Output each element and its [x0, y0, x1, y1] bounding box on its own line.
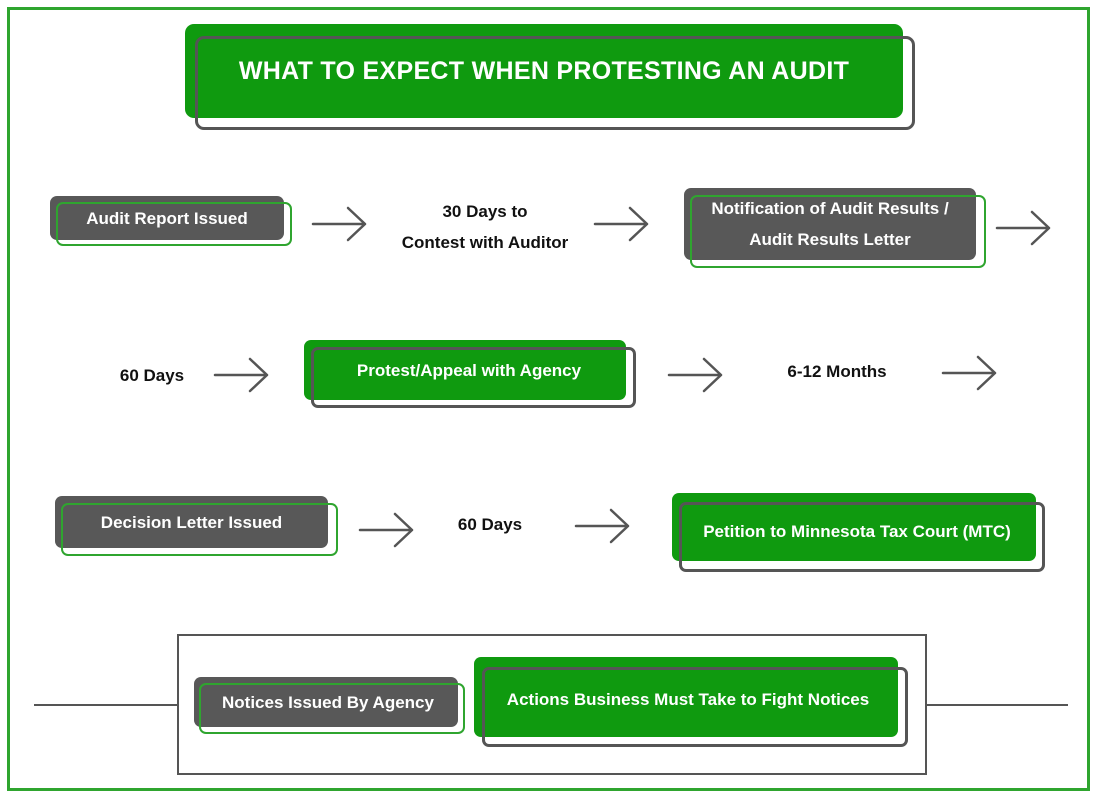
step-line-2: Contest with Auditor — [401, 233, 569, 252]
node-decision-letter-issued: Decision Letter Issued — [55, 496, 338, 556]
node-audit-report-issued: Audit Report Issued — [50, 196, 294, 248]
step-line-1: 30 Days to — [442, 202, 528, 221]
arrow-right-icon — [667, 357, 723, 393]
title-outline — [195, 36, 915, 130]
node-label-line-2: Audit Results Letter — [749, 230, 911, 249]
node-label: Protest/Appeal with Agency — [356, 360, 582, 380]
arrow-right-icon — [593, 206, 649, 242]
diagram-frame — [7, 7, 1090, 791]
arrow-right-icon — [311, 206, 367, 242]
arrow-right-icon — [358, 512, 414, 548]
step-60-days-first: 60 Days — [119, 366, 185, 385]
page-title: WHAT TO EXPECT WHEN PROTESTING AN AUDIT — [238, 56, 850, 85]
arrow-right-icon — [213, 357, 269, 393]
step-contest-with-auditor: 30 Days to Contest with Auditor — [380, 196, 590, 258]
legend-line-right — [927, 704, 1068, 706]
node-notification-of-audit-results: Notification of Audit Results / Audit Re… — [684, 188, 986, 268]
step-6-12-months: 6-12 Months — [787, 362, 887, 381]
arrow-right-icon — [574, 508, 630, 544]
node-label-line-1: Notification of Audit Results / — [711, 199, 949, 218]
legend-label: Actions Business Must Take to Fight Noti… — [506, 689, 870, 709]
title-fill — [185, 24, 903, 118]
legend-box — [177, 634, 927, 775]
node-label: Audit Report Issued — [86, 208, 248, 228]
node-protest-appeal-with-agency: Protest/Appeal with Agency — [304, 340, 636, 410]
title-banner: WHAT TO EXPECT WHEN PROTESTING AN AUDIT — [185, 24, 915, 132]
legend-line-left — [34, 704, 177, 706]
legend-notices-issued-by-agency: Notices Issued By Agency — [194, 677, 466, 735]
arrow-right-icon — [941, 355, 997, 391]
arrow-right-icon — [995, 210, 1051, 246]
legend-label: Notices Issued By Agency — [222, 692, 434, 712]
legend-actions-business-must-take: Actions Business Must Take to Fight Noti… — [474, 657, 910, 749]
step-60-days-second: 60 Days — [457, 515, 523, 534]
node-label: Petition to Minnesota Tax Court (MTC) — [703, 521, 1011, 541]
node-label-block: Notification of Audit Results / Audit Re… — [684, 188, 976, 260]
node-label: Decision Letter Issued — [100, 512, 283, 532]
node-petition-to-minnesota-tax-court: Petition to Minnesota Tax Court (MTC) — [672, 493, 1046, 573]
